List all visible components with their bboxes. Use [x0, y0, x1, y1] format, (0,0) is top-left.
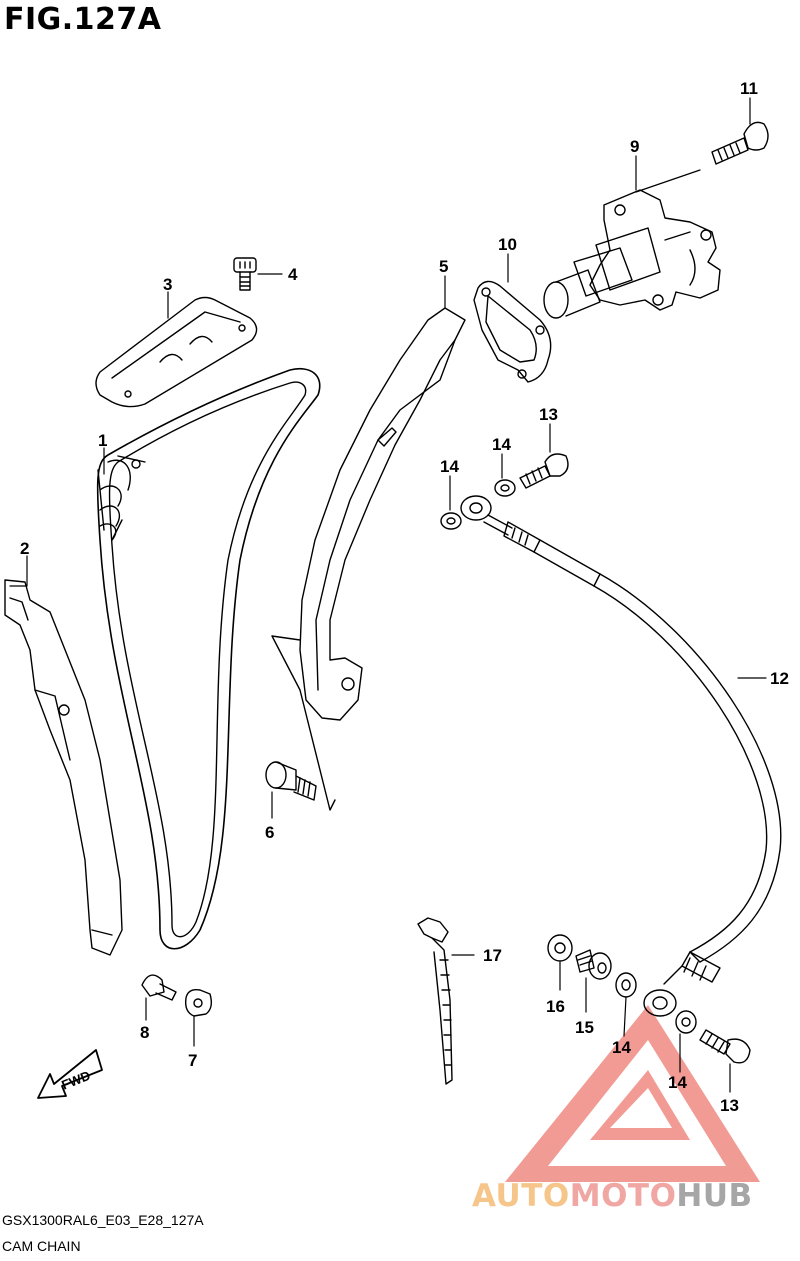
watermark-part-auto: AUTO — [472, 1178, 570, 1214]
callout-1: 1 — [98, 431, 107, 450]
callout-3: 3 — [163, 275, 172, 294]
callout-10: 10 — [498, 235, 517, 254]
callout-13-lower: 13 — [720, 1096, 739, 1115]
fwd-label: FWD — [59, 1068, 92, 1093]
callout-14-upper-right: 14 — [492, 435, 511, 454]
callout-4: 4 — [288, 265, 298, 284]
chain-guide-cover-part — [95, 296, 258, 408]
callout-13-upper: 13 — [539, 405, 558, 424]
callout-6: 6 — [265, 823, 274, 842]
guide-bolt-part — [141, 974, 177, 1001]
cam-chain-tensioner-part — [543, 189, 721, 319]
pivot-bolt-part — [265, 761, 317, 801]
callout-5: 5 — [439, 257, 448, 276]
watermark-text: AUTOMOTOHUB — [472, 1178, 753, 1214]
callout-17: 17 — [483, 946, 502, 965]
tensioner-bolt-part — [711, 121, 769, 165]
figure-name: CAM CHAIN — [2, 1238, 81, 1254]
watermark-logo-icon — [505, 1005, 760, 1182]
callout-8: 8 — [140, 1023, 149, 1042]
callout-14-lower-right: 14 — [668, 1073, 687, 1092]
leader-lines — [9, 97, 767, 1093]
fwd-arrow-icon — [37, 1049, 103, 1099]
bolt-part — [233, 257, 257, 291]
washer-upper-part-a — [440, 512, 462, 530]
washer-upper-part-b — [494, 479, 516, 497]
callout-14-upper-left: 14 — [440, 457, 459, 476]
tensioner-guide-part — [271, 307, 466, 811]
callout-11: 11 — [740, 79, 758, 98]
front-chain-guide-part — [4, 579, 123, 956]
callout-12: 12 — [770, 669, 789, 688]
oil-hose-part — [460, 495, 782, 1017]
figure-code: GSX1300RAL6_E03_E28_127A — [2, 1212, 204, 1228]
callout-15: 15 — [575, 1018, 594, 1037]
watermark-part-hub: HUB — [676, 1178, 753, 1214]
callout-7: 7 — [188, 1051, 197, 1070]
cam-chain-part — [96, 368, 321, 950]
figure-title: FIG.127A — [4, 2, 162, 37]
gasket-part — [473, 280, 552, 383]
washer-part-16 — [547, 934, 573, 962]
callout-9: 9 — [630, 137, 639, 156]
washer-lower-part-a — [615, 972, 637, 998]
callout-16: 16 — [546, 997, 565, 1016]
callout-14-lower-left: 14 — [612, 1038, 631, 1057]
washer-plate-part — [184, 988, 213, 1017]
banjo-bolt-upper-part — [519, 453, 569, 489]
callout-2: 2 — [20, 539, 29, 558]
washer-lower-part-b — [675, 1010, 697, 1034]
union-bolt-part — [575, 949, 612, 980]
watermark-part-moto: MOTO — [569, 1178, 677, 1214]
cable-tie-part — [417, 917, 453, 1085]
banjo-bolt-lower-part — [699, 1029, 751, 1064]
